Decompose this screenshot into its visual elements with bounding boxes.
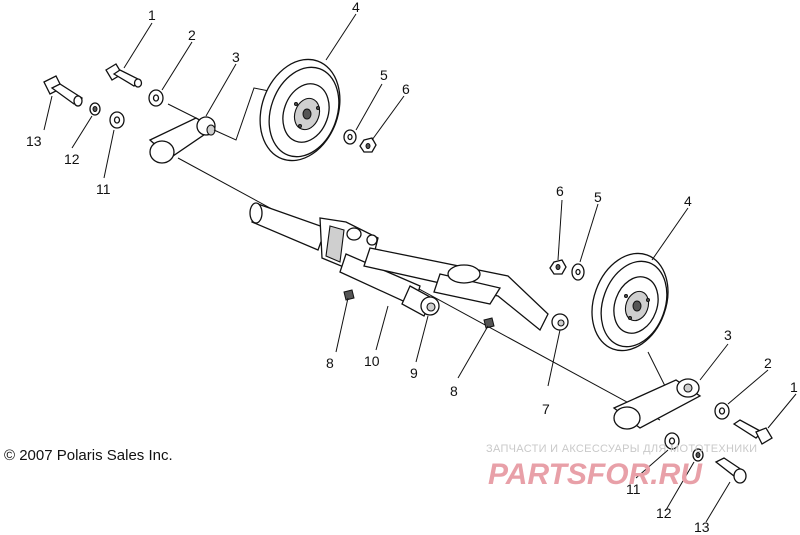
copyright-notice: © 2007 Polaris Sales Inc.	[4, 447, 173, 464]
wheel-4-right	[591, 252, 669, 352]
callout-13-right: 13	[694, 519, 710, 535]
callout-7: 7	[542, 401, 550, 417]
watermark-tagline: ЗАПЧАСТИ И АКСЕССУАРЫ ДЛЯ МОТОТЕХНИКИ	[486, 443, 757, 455]
axle-assembly	[249, 202, 569, 332]
bolt-13-right	[714, 457, 747, 484]
callout-3-left: 3	[232, 49, 240, 65]
bracket-3-left	[148, 103, 216, 164]
watermark-logo: PARTSFOR.RU	[488, 458, 703, 491]
callout-12-left: 12	[64, 151, 80, 167]
callout-3-right: 3	[724, 327, 732, 343]
bolt-13-left	[43, 75, 84, 107]
wheel-4-left	[259, 58, 341, 162]
bracket-3-right	[612, 378, 702, 430]
callout-11-left: 11	[96, 181, 111, 197]
callout-13-left: 13	[26, 133, 42, 149]
callout-10: 10	[364, 353, 380, 369]
callout-9: 9	[410, 365, 418, 381]
callout-4-right: 4	[684, 193, 692, 209]
callout-5-left: 5	[380, 67, 388, 83]
callout-4-left: 4	[352, 0, 360, 15]
callout-1-left: 1	[148, 7, 156, 23]
callout-11-right: 11	[626, 481, 641, 497]
callout-6-left: 6	[402, 81, 410, 97]
callout-12-right: 12	[656, 505, 672, 521]
callout-5-right: 5	[594, 189, 602, 205]
bolt-1-right	[732, 419, 773, 445]
callout-6-right: 6	[556, 183, 564, 199]
bolt-1-left	[105, 63, 143, 88]
callout-1-right: 1	[790, 379, 798, 395]
callout-8-right: 8	[450, 383, 458, 399]
callout-8-left: 8	[326, 355, 334, 371]
callout-2-left: 2	[188, 27, 196, 43]
callout-2-right: 2	[764, 355, 772, 371]
